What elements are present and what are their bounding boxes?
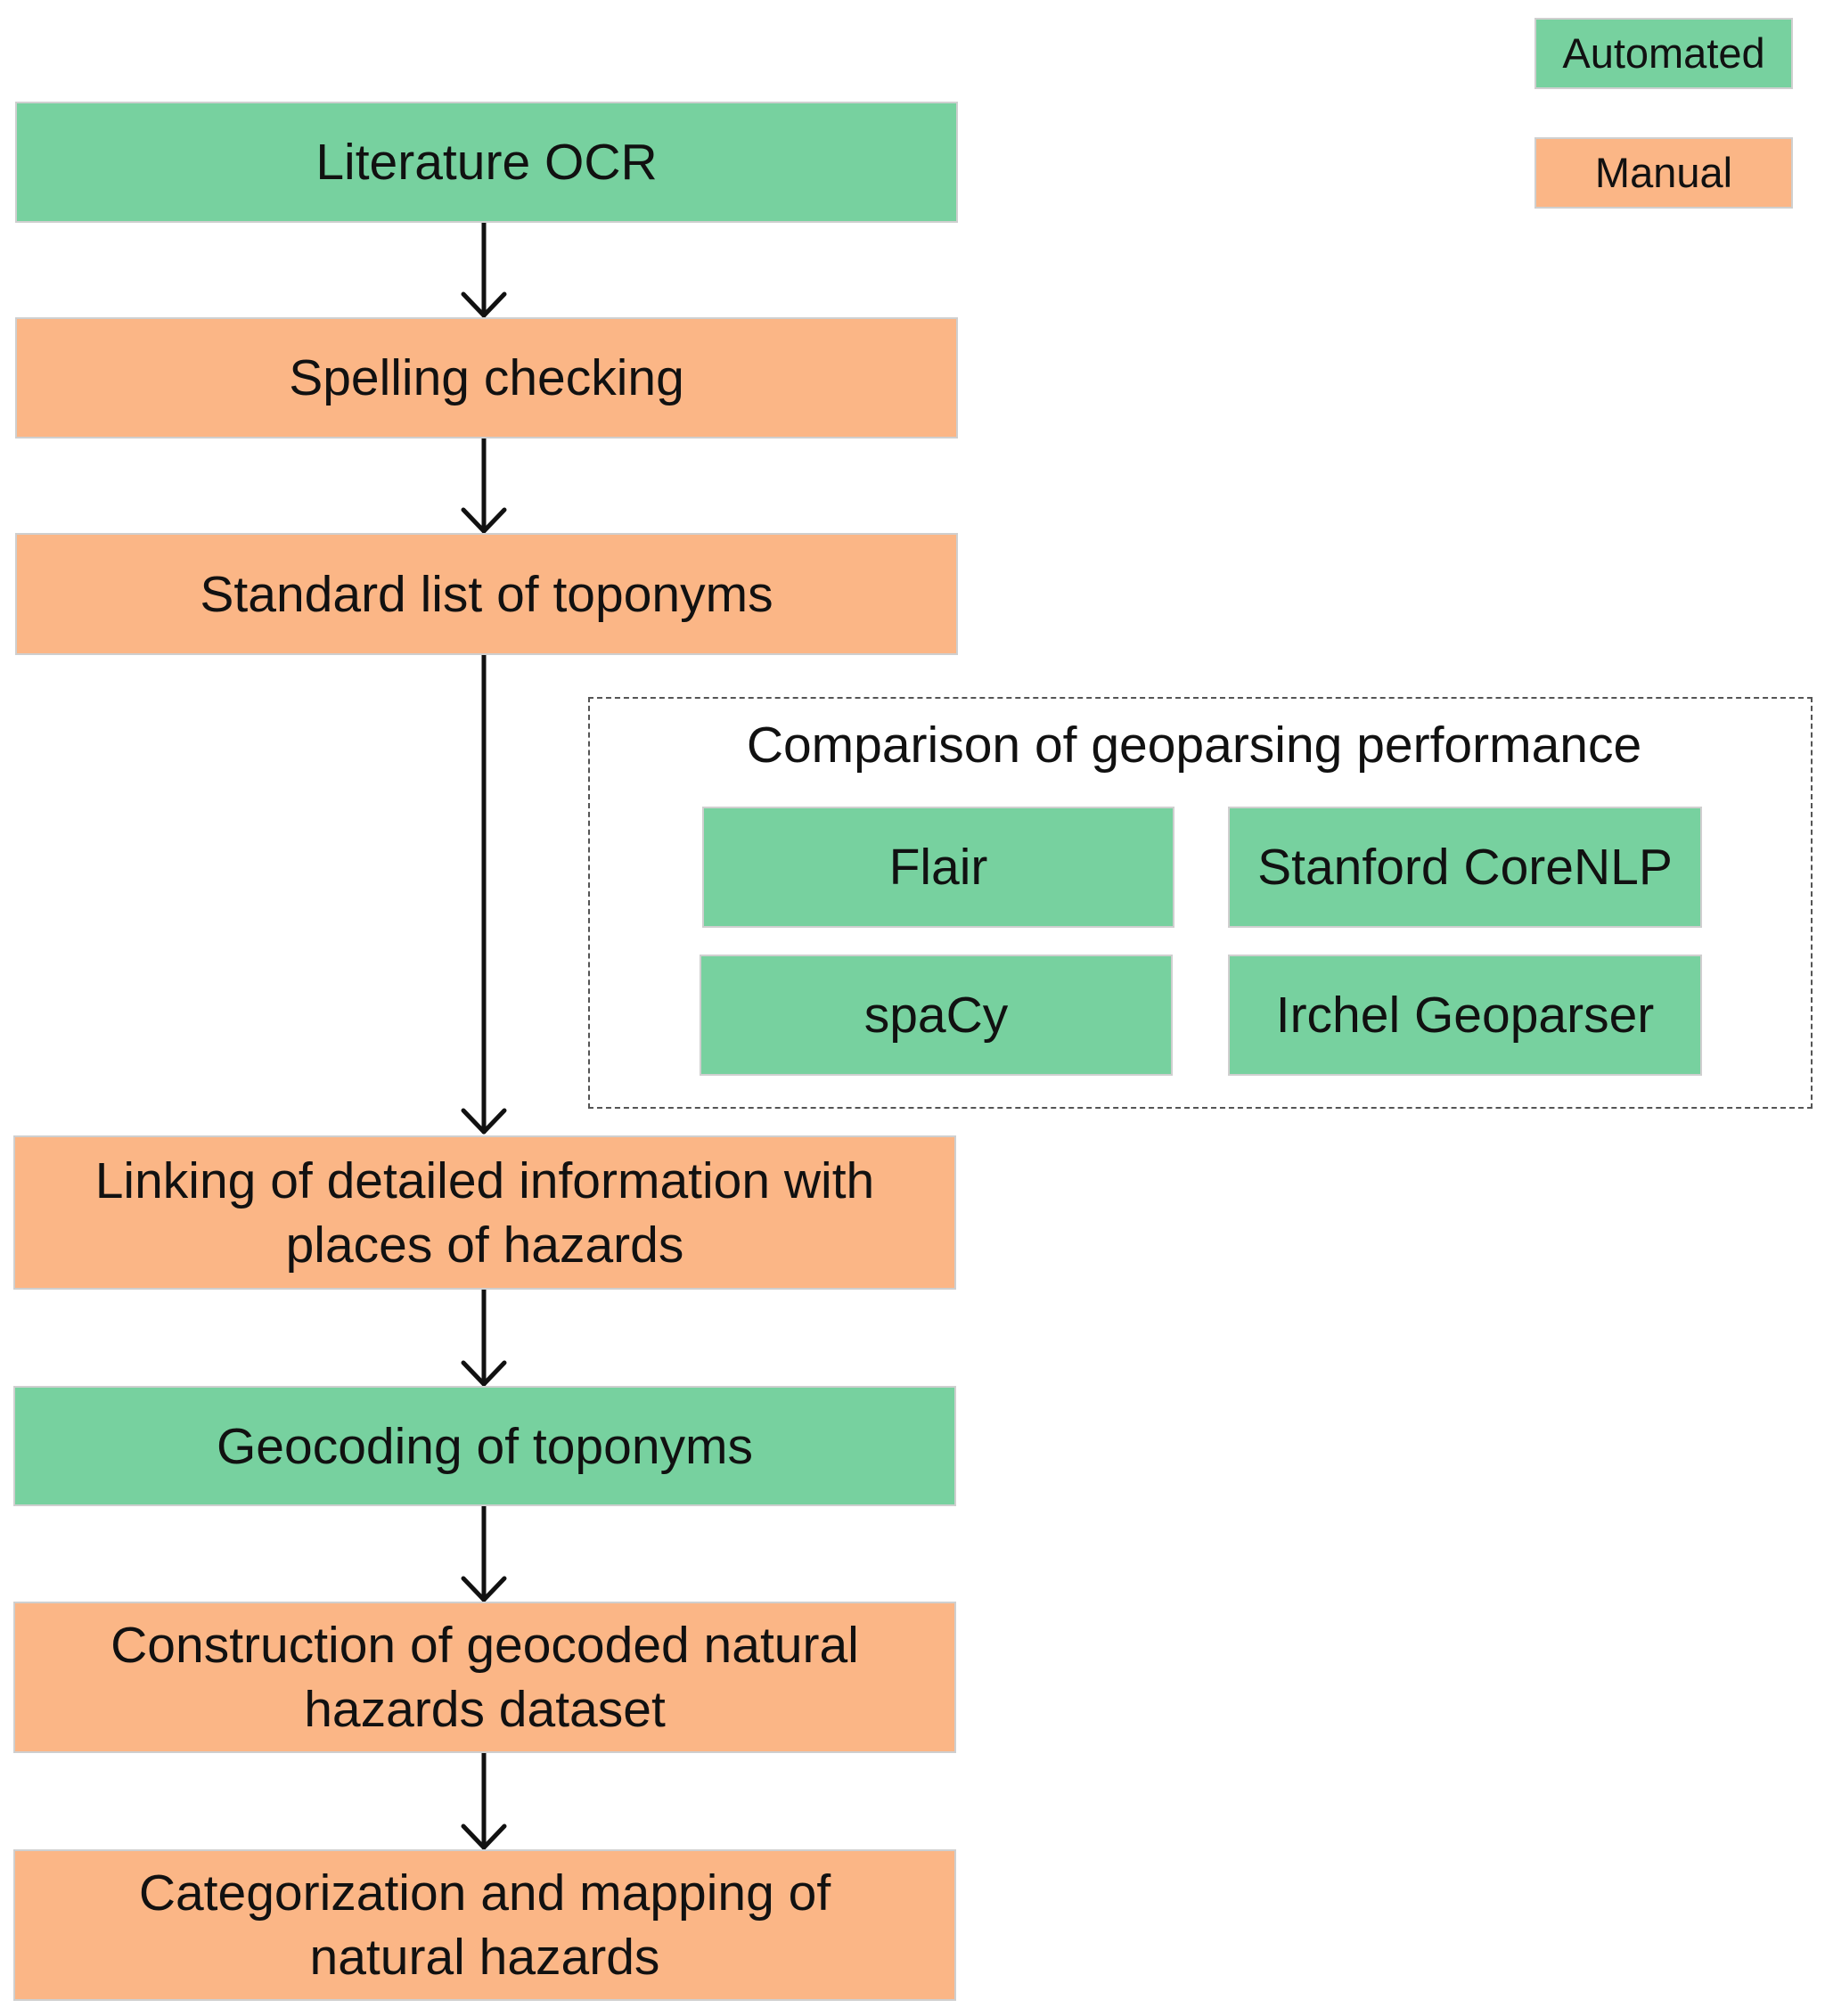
tool-spacy: spaCy xyxy=(700,955,1173,1076)
step-spelling-checking: Spelling checking xyxy=(15,317,958,438)
step-categorization-and-mapping: Categorization and mapping of natural ha… xyxy=(13,1849,956,2001)
legend-manual: Manual xyxy=(1534,137,1793,209)
arrow-geocoding-to-construction xyxy=(461,1504,507,1602)
comparison-title: Comparison of geoparsing performance xyxy=(746,717,1642,774)
step-literature-ocr: Literature OCR xyxy=(15,102,958,223)
step-linking-detailed-information: Linking of detailed information with pla… xyxy=(13,1135,956,1290)
step-construction-of-dataset: Construction of geocoded natural hazards… xyxy=(13,1602,956,1753)
step-standard-list-of-toponyms: Standard list of toponyms xyxy=(15,533,958,655)
arrow-spelling-to-standard-list xyxy=(461,436,507,534)
arrow-standard-list-to-linking xyxy=(461,652,507,1135)
arrow-ocr-to-spelling xyxy=(461,220,507,318)
step-geocoding-of-toponyms: Geocoding of toponyms xyxy=(13,1386,956,1506)
legend-automated: Automated xyxy=(1534,18,1793,89)
comparison-group xyxy=(588,697,1813,1109)
arrow-linking-to-geocoding xyxy=(461,1287,507,1387)
tool-flair: Flair xyxy=(702,807,1174,928)
tool-irchel-geoparser: Irchel Geoparser xyxy=(1228,955,1702,1076)
tool-stanford-corenlp: Stanford CoreNLP xyxy=(1228,807,1702,928)
arrow-construction-to-categorization xyxy=(461,1750,507,1850)
